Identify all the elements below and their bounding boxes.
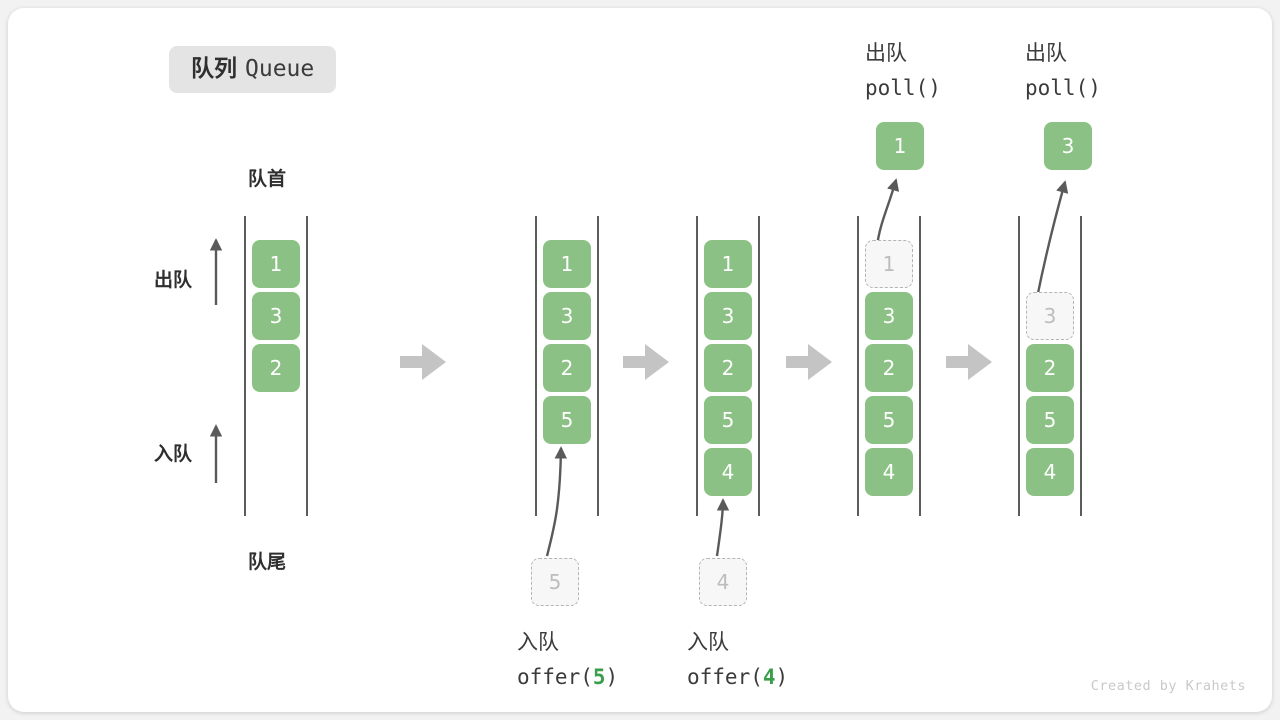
code-prefix: offer( xyxy=(517,665,593,689)
queue-element[interactable]: 3 xyxy=(704,292,752,340)
dequeue-arrow-1 xyxy=(875,178,900,247)
outgoing-element[interactable]: 3 xyxy=(1044,122,1092,170)
code-suffix: ) xyxy=(1088,76,1101,100)
diagram-card: 队列 Queue 队首 队尾 出队 入队 xyxy=(8,8,1272,712)
queue-element[interactable]: 2 xyxy=(543,344,591,392)
axis-enqueue-label: 入队 xyxy=(154,443,193,465)
enqueue-arrow-4 xyxy=(715,498,730,557)
transition-arrow-4 xyxy=(946,344,992,380)
step-caption-cn: 出队 xyxy=(865,41,907,65)
queue-rear-label: 队尾 xyxy=(248,551,287,573)
title-en: Queue xyxy=(245,56,315,82)
incoming-element-ghost[interactable]: 5 xyxy=(531,558,579,606)
queue-element[interactable]: 3 xyxy=(252,292,300,340)
code-argument: 5 xyxy=(592,665,606,689)
removed-element-ghost[interactable]: 1 xyxy=(865,240,913,288)
step-caption-code: offer(4) xyxy=(687,664,788,690)
queue-element[interactable]: 1 xyxy=(543,240,591,288)
queue-element[interactable]: 1 xyxy=(704,240,752,288)
enqueue-arrow-5 xyxy=(545,446,568,557)
step-caption-cn: 入队 xyxy=(517,630,559,654)
watermark: Created by Krahets xyxy=(1090,678,1246,694)
queue-element[interactable]: 4 xyxy=(704,448,752,496)
queue-element[interactable]: 4 xyxy=(865,448,913,496)
queue-element[interactable]: 4 xyxy=(1026,448,1074,496)
axis-dequeue-label: 出队 xyxy=(154,269,193,291)
queue-element[interactable]: 2 xyxy=(1026,344,1074,392)
queue-element[interactable]: 1 xyxy=(252,240,300,288)
queue-element[interactable]: 2 xyxy=(252,344,300,392)
diagram-title-badge: 队列 Queue xyxy=(169,46,337,93)
diagram-vector-overlay xyxy=(209,178,1082,557)
queue-element[interactable]: 5 xyxy=(865,396,913,444)
queue-rails xyxy=(244,216,1082,516)
queue-element[interactable]: 5 xyxy=(543,396,591,444)
step-caption-cn: 出队 xyxy=(1025,41,1067,65)
step-caption-code: poll() xyxy=(1025,75,1101,101)
outgoing-element[interactable]: 1 xyxy=(876,122,924,170)
removed-element-ghost[interactable]: 3 xyxy=(1026,292,1074,340)
code-argument: 4 xyxy=(762,665,776,689)
transition-arrow-1 xyxy=(400,344,446,380)
transition-arrow-3 xyxy=(786,344,832,380)
queue-element[interactable]: 2 xyxy=(704,344,752,392)
queue-front-label: 队首 xyxy=(248,168,287,190)
queue-element[interactable]: 3 xyxy=(865,292,913,340)
queue-element[interactable]: 2 xyxy=(865,344,913,392)
step-caption-code: poll() xyxy=(865,75,941,101)
incoming-element-ghost[interactable]: 4 xyxy=(699,558,747,606)
code-prefix: poll( xyxy=(865,76,929,100)
step-caption-code: offer(5) xyxy=(517,664,618,690)
step-caption-cn: 入队 xyxy=(687,630,729,654)
queue-element[interactable]: 5 xyxy=(1026,396,1074,444)
code-suffix: ) xyxy=(775,665,789,689)
queue-element[interactable]: 5 xyxy=(704,396,752,444)
code-prefix: poll( xyxy=(1025,76,1089,100)
code-prefix: offer( xyxy=(687,665,763,689)
diagram-stage: 队列 Queue 队首 队尾 出队 入队 xyxy=(8,8,1272,712)
code-suffix: ) xyxy=(928,76,941,100)
dequeue-arrow-3 xyxy=(1035,180,1069,299)
queue-element[interactable]: 3 xyxy=(543,292,591,340)
code-suffix: ) xyxy=(605,665,619,689)
transition-arrow-2 xyxy=(623,344,669,380)
title-cn: 队列 xyxy=(191,56,237,82)
